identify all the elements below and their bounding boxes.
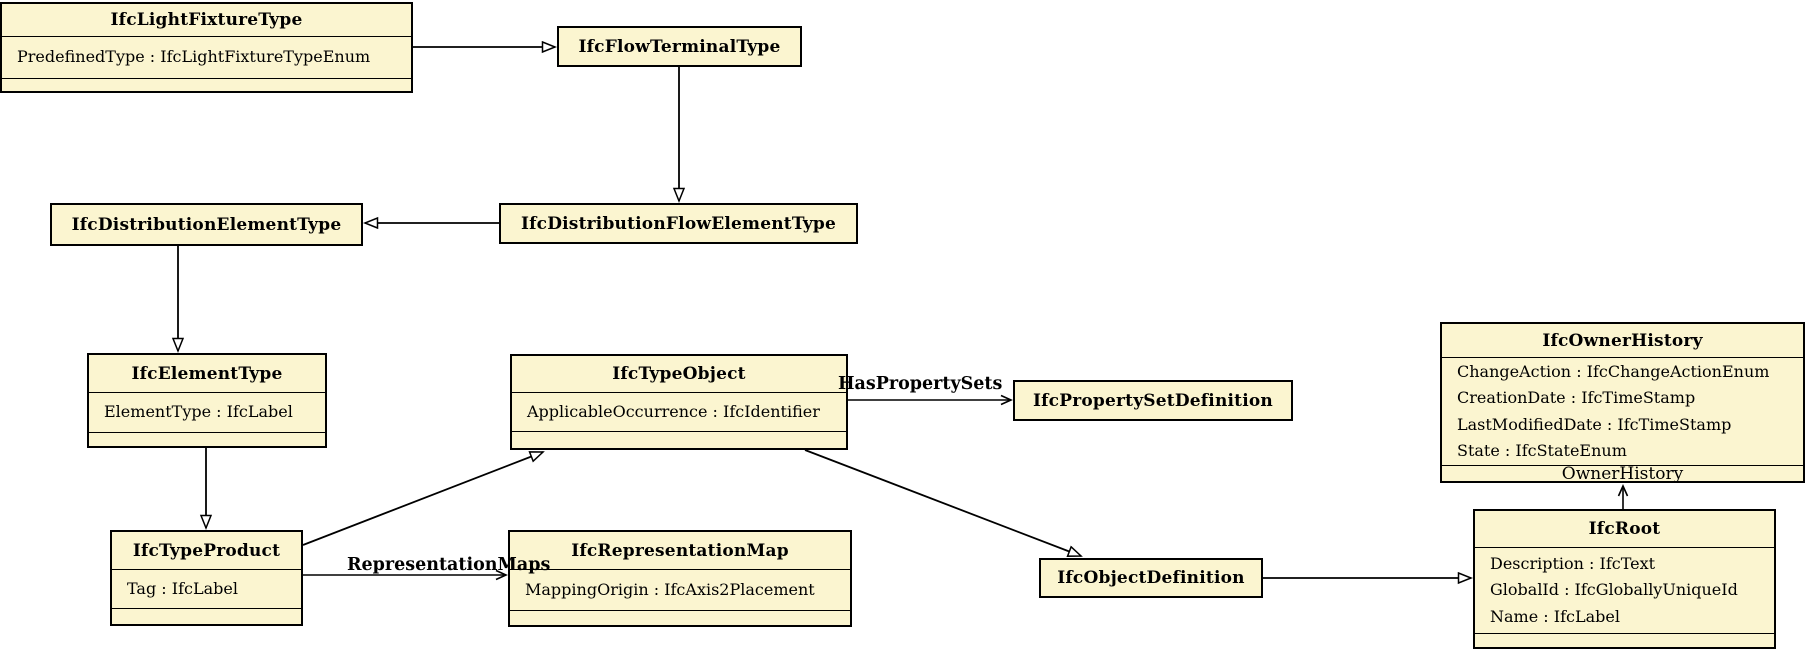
- class-attributes: MappingOrigin : IfcAxis2Placement: [510, 569, 850, 610]
- class-footer: [510, 610, 850, 625]
- class-box-ifcobjectdefinition: IfcObjectDefinition: [1039, 558, 1263, 598]
- edge-typeproduct-typeobject: [302, 452, 543, 546]
- class-title: IfcOwnerHistory: [1542, 330, 1703, 351]
- class-attribute: LastModifiedDate : IfcTimeStamp: [1457, 414, 1732, 434]
- class-footer: [1475, 633, 1774, 647]
- class-attribute: ChangeAction : IfcChangeActionEnum: [1457, 361, 1770, 381]
- class-box-ifcownerhistory: IfcOwnerHistory ChangeAction : IfcChange…: [1440, 322, 1805, 483]
- class-title: IfcDistributionElementType: [71, 214, 342, 235]
- edge-label-haspropertysets: HasPropertySets: [838, 374, 1002, 394]
- class-title: IfcTypeProduct: [132, 540, 281, 561]
- class-attribute: PredefinedType : IfcLightFixtureTypeEnum: [17, 47, 371, 67]
- class-title: IfcRoot: [1588, 519, 1661, 539]
- class-title: IfcTypeObject: [612, 364, 746, 384]
- class-box-ifcflowterminaltype: IfcFlowTerminalType: [557, 26, 802, 67]
- edge-label-ownerhistory: OwnerHistory: [1442, 465, 1803, 481]
- class-attribute: GlobalId : IfcGloballyUniqueId: [1490, 580, 1738, 600]
- class-box-ifcdistributionelementtype: IfcDistributionElementType: [50, 203, 363, 246]
- class-title: IfcFlowTerminalType: [578, 36, 781, 57]
- class-attributes: PredefinedType : IfcLightFixtureTypeEnum: [2, 36, 411, 78]
- class-attributes: ElementType : IfcLabel: [89, 392, 325, 432]
- class-title: IfcPropertySetDefinition: [1033, 390, 1273, 411]
- class-title: IfcRepresentationMap: [571, 540, 789, 561]
- class-footer: [89, 432, 325, 446]
- class-footer: [512, 431, 846, 448]
- class-attributes: Description : IfcText GlobalId : IfcGlob…: [1475, 547, 1774, 633]
- class-attribute: State : IfcStateEnum: [1457, 441, 1627, 460]
- class-attribute: Description : IfcText: [1490, 553, 1656, 573]
- class-box-ifctypeobject: IfcTypeObject ApplicableOccurrence : Ifc…: [510, 354, 848, 450]
- class-attribute: Tag : IfcLabel: [127, 578, 238, 598]
- class-footer: [112, 608, 301, 624]
- class-attributes: ApplicableOccurrence : IfcIdentifier: [512, 392, 846, 431]
- class-box-ifcrepresentationmap: IfcRepresentationMap MappingOrigin : Ifc…: [508, 530, 852, 627]
- class-footer: [2, 78, 411, 91]
- class-title: IfcObjectDefinition: [1057, 568, 1245, 588]
- class-box-ifcdistributionflowelementtype: IfcDistributionFlowElementType: [499, 203, 858, 244]
- class-attribute: MappingOrigin : IfcAxis2Placement: [525, 579, 815, 599]
- class-box-ifctypeproduct: IfcTypeProduct Tag : IfcLabel: [110, 530, 303, 626]
- class-box-ifclightfixturetype: IfcLightFixtureType PredefinedType : Ifc…: [0, 2, 413, 93]
- class-attribute: ElementType : IfcLabel: [104, 402, 293, 422]
- class-attribute: CreationDate : IfcTimeStamp: [1457, 388, 1696, 407]
- class-title: IfcLightFixtureType: [110, 10, 303, 30]
- class-title: IfcElementType: [131, 363, 283, 384]
- class-box-ifcpropertysetdefinition: IfcPropertySetDefinition: [1013, 380, 1293, 421]
- class-box-ifcroot: IfcRoot Description : IfcText GlobalId :…: [1473, 509, 1776, 649]
- class-attribute: Name : IfcLabel: [1490, 606, 1620, 626]
- class-title: IfcDistributionFlowElementType: [520, 213, 837, 234]
- class-attribute: ApplicableOccurrence : IfcIdentifier: [527, 401, 820, 421]
- class-box-ifcelementtype: IfcElementType ElementType : IfcLabel: [87, 353, 327, 448]
- class-attributes: ChangeAction : IfcChangeActionEnum Creat…: [1442, 357, 1803, 465]
- class-attributes: Tag : IfcLabel: [112, 569, 301, 608]
